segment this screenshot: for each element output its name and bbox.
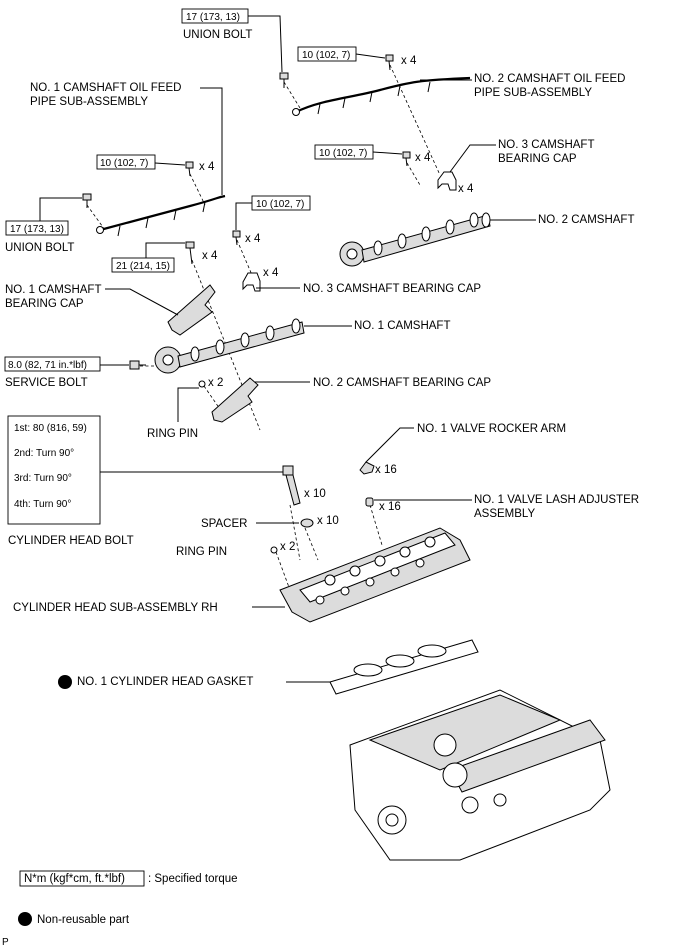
no2-cap-icon: [211, 377, 259, 423]
label-service-bolt: SERVICE BOLT: [5, 377, 88, 389]
torque-box-oil-pipe1: [96, 154, 156, 170]
qty-ring-pin-lower: x 2: [280, 541, 295, 553]
label-ring-pin-lower: RING PIN: [176, 546, 227, 558]
label-lash-adj-2: ASSEMBLY: [474, 508, 535, 520]
no3-cap-mid-bolt-icon: [232, 230, 241, 246]
torque-no3-mid-bolt: 10 (102, 7): [256, 199, 304, 210]
qty-lash-adj: x 16: [379, 501, 401, 513]
torque-union-bolt-top: 17 (173, 13): [186, 12, 240, 23]
union-bolt-top-icon: [279, 72, 289, 88]
legend-nonreusable-icon: [18, 912, 32, 926]
torque-box-union-bolt-left: [5, 220, 69, 236]
oil-pipe1-bolt-icon: [185, 161, 194, 177]
gasket-icon: [329, 639, 479, 695]
cap-bolt-21-icon: [185, 241, 195, 265]
ring-pin-upper-icon: [198, 380, 206, 388]
cylinder-head-icon: [279, 527, 471, 623]
label-no3-cap-right-2: BEARING CAP: [498, 153, 577, 165]
qty-cap-bolt-21: x 4: [202, 250, 218, 262]
service-bolt-icon: [129, 360, 146, 370]
head-bolt-step-3: 3rd: Turn 90°: [14, 473, 72, 484]
footer-code: P: [2, 937, 9, 948]
torque-oil-pipe1-bolt: 10 (102, 7): [100, 158, 148, 169]
qty-rocker-arm: x 16: [375, 464, 397, 476]
legend-torque-box-text: N*m (kgf*cm, ft.*lbf): [24, 873, 125, 885]
qty-head-bolt: x 10: [304, 488, 326, 500]
label-no1-oil-feed-1: NO. 1 CAMSHAFT OIL FEED: [30, 82, 181, 94]
label-union-bolt-left: UNION BOLT: [5, 242, 74, 254]
label-ring-pin-upper: RING PIN: [147, 428, 198, 440]
torque-box-cap-bolt-21: [111, 257, 175, 273]
torque-box-service-bolt: [4, 356, 101, 372]
no1-cap-icon: [167, 284, 216, 336]
torque-cap-bolt-21: 21 (214, 15): [116, 261, 170, 272]
label-cyl-head-bolt: CYLINDER HEAD BOLT: [8, 535, 134, 547]
label-no1-camshaft: NO. 1 CAMSHAFT: [354, 320, 450, 332]
label-no3-cap-mid: NO. 3 CAMSHAFT BEARING CAP: [303, 283, 481, 295]
torque-service-bolt: 8.0 (82, 71 in.*lbf): [8, 360, 87, 371]
assembly-dashed-lines: [86, 64, 441, 591]
oil-pipe2-bolt-icon: [385, 54, 394, 71]
label-union-bolt-top: UNION BOLT: [183, 29, 252, 41]
label-no1-cap-1: NO. 1 CAMSHAFT: [5, 284, 101, 296]
label-rocker-arm: NO. 1 VALVE ROCKER ARM: [417, 423, 566, 435]
label-cyl-head-sub: CYLINDER HEAD SUB-ASSEMBLY RH: [13, 602, 218, 614]
qty-no3-mid-cap: x 4: [263, 267, 279, 279]
head-bolt-step-1: 1st: 80 (816, 59): [14, 423, 87, 434]
union-bolt-left-icon: [82, 193, 92, 208]
label-no2-oil-feed-2: PIPE SUB-ASSEMBLY: [474, 87, 592, 99]
no1-camshaft-icon: [154, 318, 305, 374]
nonreusable-mark-gasket-icon: [58, 675, 72, 689]
label-no1-cap-2: BEARING CAP: [5, 298, 84, 310]
no1-oil-feed-pipe-icon: [96, 194, 226, 237]
qty-no3-right-bolt: x 4: [415, 152, 431, 164]
legend-torque-text: : Specified torque: [148, 873, 238, 885]
label-no2-cap: NO. 2 CAMSHAFT BEARING CAP: [313, 377, 491, 389]
torque-union-bolt-left: 17 (173, 13): [10, 224, 64, 235]
label-gasket: NO. 1 CYLINDER HEAD GASKET: [77, 676, 253, 688]
label-no2-oil-feed-1: NO. 2 CAMSHAFT OIL FEED: [474, 73, 625, 85]
cylinder-head-bolt-icon: [282, 465, 301, 506]
qty-ring-pin-upper: x 2: [208, 377, 223, 389]
qty-oil-pipe2-bolt: x 4: [401, 55, 417, 67]
label-no3-cap-right-1: NO. 3 CAMSHAFT: [498, 139, 594, 151]
no3-cap-right-bolt-icon: [402, 151, 411, 167]
qty-oil-pipe1-bolt: x 4: [199, 161, 215, 173]
label-no2-camshaft: NO. 2 CAMSHAFT: [538, 214, 634, 226]
spacer-icon: [300, 518, 314, 528]
no2-camshaft-icon: [339, 212, 491, 267]
torque-oil-pipe2-bolt: 10 (102, 7): [302, 50, 350, 61]
label-lash-adj-1: NO. 1 VALVE LASH ADJUSTER: [474, 494, 639, 506]
qty-no3-mid-bolt: x 4: [245, 233, 261, 245]
lash-adjuster-icon: [365, 497, 374, 507]
rocker-arm-icon: [359, 461, 375, 475]
label-no1-oil-feed-2: PIPE SUB-ASSEMBLY: [30, 96, 148, 108]
head-bolt-sequence-box: [7, 415, 101, 525]
no2-oil-feed-pipe-icon: [292, 76, 471, 116]
head-bolt-step-2: 2nd: Turn 90°: [14, 448, 74, 459]
label-spacer: SPACER: [201, 518, 247, 530]
legend-torque-box: [19, 870, 145, 887]
qty-spacer: x 10: [317, 515, 339, 527]
ring-pin-lower-icon: [270, 546, 278, 554]
qty-no3-right-cap: x 4: [458, 183, 474, 195]
legend-nonreusable-text: Non-reusable part: [37, 914, 130, 926]
no3-cap-right-icon: [437, 171, 457, 191]
engine-block-icon: [349, 689, 611, 861]
no3-cap-mid-icon: [242, 272, 261, 292]
torque-no3-right-bolt: 10 (102, 7): [319, 148, 367, 159]
head-bolt-step-4: 4th: Turn 90°: [14, 499, 71, 510]
